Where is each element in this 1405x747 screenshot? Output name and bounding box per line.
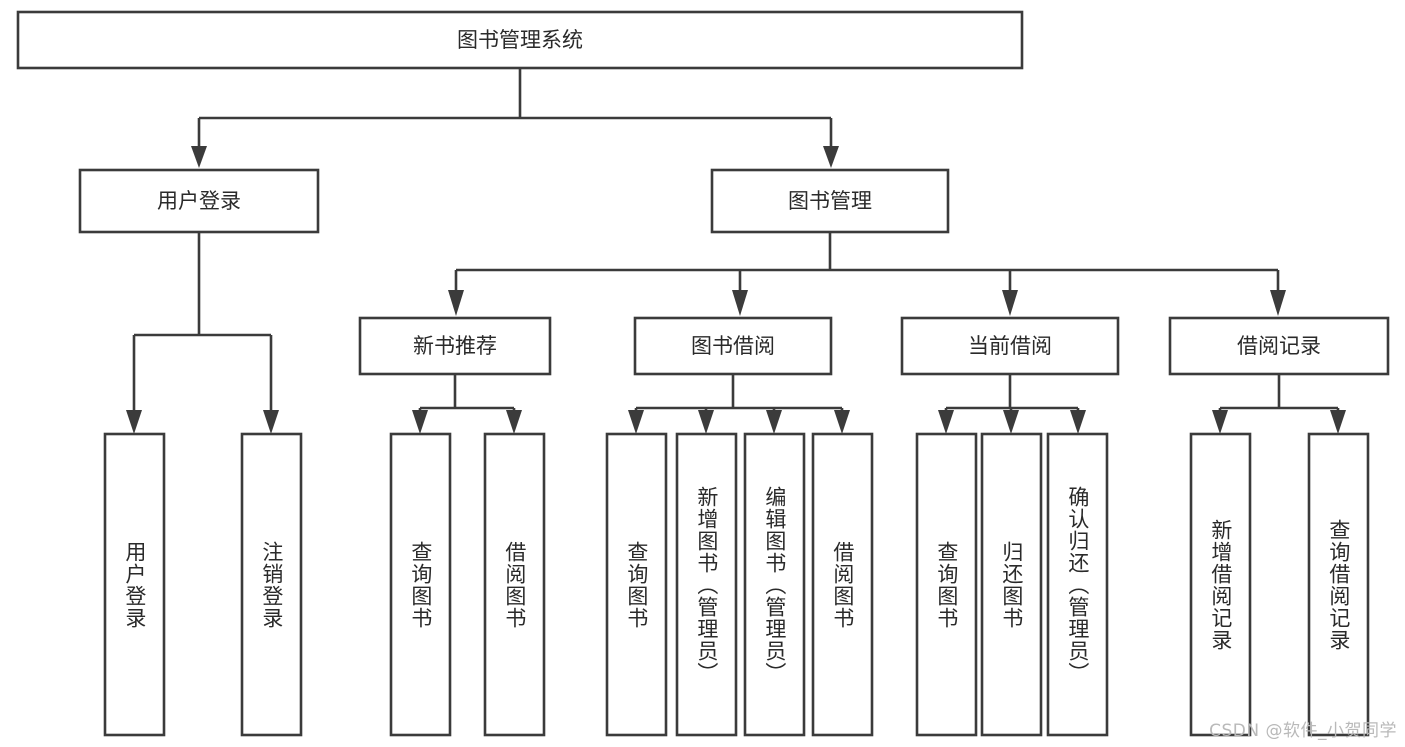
leaf-query-book-3-box (915, 432, 978, 737)
leaf-borrow-book-2-box (811, 432, 874, 737)
leaf-query-record-box (1307, 432, 1370, 737)
leaf-query-record[interactable]: 查询借阅记录 (1307, 432, 1370, 737)
node-book-manage-box (710, 168, 950, 234)
leaf-query-book-2-box (605, 432, 668, 737)
node-borrow-record-label: 借阅记录 (1237, 334, 1321, 358)
leaf-add-record-text-area: 新增借阅记录 (1208, 518, 1233, 651)
leaf-return-book[interactable]: 归还图书 (980, 432, 1043, 737)
node-book-borrow[interactable]: 图书借阅 (633, 316, 833, 376)
node-root-system-box (16, 10, 1024, 70)
leaf-borrow-book-1-text-area: 借阅图书 (502, 540, 527, 629)
arrowhead-leaf-add-record (1212, 410, 1228, 434)
node-user-login[interactable]: 用户登录 (78, 168, 320, 234)
node-root-system-label: 图书管理系统 (457, 28, 583, 52)
leaf-return-book-label: 归还图书 (999, 540, 1024, 629)
leaf-add-record[interactable]: 新增借阅记录 (1189, 432, 1252, 737)
leaf-add-book-label: 新增图书（管理员） (694, 485, 719, 684)
arrowhead-new-book-recommend (448, 290, 464, 316)
leaf-logout-label: 注销登录 (259, 540, 284, 629)
leaf-borrow-book-1[interactable]: 借阅图书 (483, 432, 546, 737)
arrowhead-leaf-edit-book (766, 410, 782, 434)
leaf-query-book-2-text-area: 查询图书 (624, 540, 649, 629)
leaf-add-record-box (1189, 432, 1252, 737)
leaf-query-record-text-area: 查询借阅记录 (1326, 518, 1351, 651)
leaf-user-login[interactable]: 用户登录 (103, 432, 166, 737)
leaf-query-book-3-text-area: 查询图书 (934, 540, 959, 629)
arrowhead-leaf-borrow-book-2 (834, 410, 850, 434)
leaf-borrow-book-1-box (483, 432, 546, 737)
node-borrow-record[interactable]: 借阅记录 (1168, 316, 1390, 376)
node-book-manage-label: 图书管理 (788, 189, 872, 213)
leaf-query-book-1-label: 查询图书 (408, 540, 433, 629)
leaf-logout-text-area: 注销登录 (259, 540, 284, 629)
leaf-edit-book-label: 编辑图书（管理员） (762, 485, 787, 684)
leaf-add-book[interactable]: 新增图书（管理员） (675, 432, 738, 737)
node-book-borrow-label: 图书借阅 (691, 334, 775, 358)
leaf-return-book-box (980, 432, 1043, 737)
arrowhead-leaf-return-book (1003, 410, 1019, 434)
node-current-borrow-box (900, 316, 1120, 376)
node-new-book-recommend-label: 新书推荐 (413, 334, 497, 358)
leaf-add-book-text-area: 新增图书（管理员） (694, 485, 719, 684)
node-book-borrow-box (633, 316, 833, 376)
node-user-login-label: 用户登录 (157, 189, 241, 213)
arrowhead-book-borrow (732, 290, 748, 316)
leaf-borrow-book-2[interactable]: 借阅图书 (811, 432, 874, 737)
leaf-edit-book[interactable]: 编辑图书（管理员） (743, 432, 806, 737)
leaf-borrow-book-2-text-area: 借阅图书 (830, 540, 855, 629)
leaf-confirm-return-text-area: 确认归还（管理员） (1065, 485, 1090, 684)
arrowhead-book-manage (823, 146, 839, 168)
arrowhead-leaf-add-book (698, 410, 714, 434)
leaf-confirm-return[interactable]: 确认归还（管理员） (1046, 432, 1109, 737)
leaf-query-book-1-box (389, 432, 452, 737)
arrowhead-leaf-query-book-3 (938, 410, 954, 434)
leaf-query-book-2[interactable]: 查询图书 (605, 432, 668, 737)
leaf-add-record-label: 新增借阅记录 (1208, 518, 1233, 651)
node-current-borrow-label: 当前借阅 (968, 334, 1052, 358)
leaf-logout[interactable]: 注销登录 (240, 432, 303, 737)
leaf-query-record-label: 查询借阅记录 (1326, 518, 1351, 651)
node-borrow-record-box (1168, 316, 1390, 376)
leaf-query-book-3-label: 查询图书 (934, 540, 959, 629)
arrowhead-leaf-logout (263, 410, 279, 434)
leaf-confirm-return-label: 确认归还（管理员） (1065, 485, 1090, 684)
leaf-logout-box (240, 432, 303, 737)
arrowhead-borrow-record (1270, 290, 1286, 316)
leaf-query-book-1[interactable]: 查询图书 (389, 432, 452, 737)
leaf-borrow-book-2-label: 借阅图书 (830, 540, 855, 629)
leaf-user-login-label: 用户登录 (122, 540, 147, 629)
arrowhead-leaf-query-book-1 (412, 410, 428, 434)
leaf-query-book-2-label: 查询图书 (624, 540, 649, 629)
leaf-borrow-book-1-label: 借阅图书 (502, 540, 527, 629)
node-new-book-recommend[interactable]: 新书推荐 (358, 316, 552, 376)
leaf-user-login-text-area: 用户登录 (122, 540, 147, 629)
leaf-return-book-text-area: 归还图书 (999, 540, 1024, 629)
node-current-borrow[interactable]: 当前借阅 (900, 316, 1120, 376)
arrowhead-user-login (191, 146, 207, 168)
arrowhead-leaf-query-record (1330, 410, 1346, 434)
leaf-query-book-1-text-area: 查询图书 (408, 540, 433, 629)
leaf-query-book-3[interactable]: 查询图书 (915, 432, 978, 737)
arrowhead-leaf-user-login (126, 410, 142, 434)
node-root-system[interactable]: 图书管理系统 (16, 10, 1024, 70)
leaf-user-login-box (103, 432, 166, 737)
arrowhead-leaf-borrow-book-1 (506, 410, 522, 434)
leaf-edit-book-text-area: 编辑图书（管理员） (762, 485, 787, 684)
node-book-manage[interactable]: 图书管理 (710, 168, 950, 234)
node-new-book-recommend-box (358, 316, 552, 376)
leaf-edit-book-box (743, 432, 806, 737)
arrowhead-current-borrow (1002, 290, 1018, 316)
leaf-confirm-return-box (1046, 432, 1109, 737)
arrowhead-leaf-confirm-return (1070, 410, 1086, 434)
leaf-add-book-box (675, 432, 738, 737)
arrowhead-leaf-query-book-2 (628, 410, 644, 434)
